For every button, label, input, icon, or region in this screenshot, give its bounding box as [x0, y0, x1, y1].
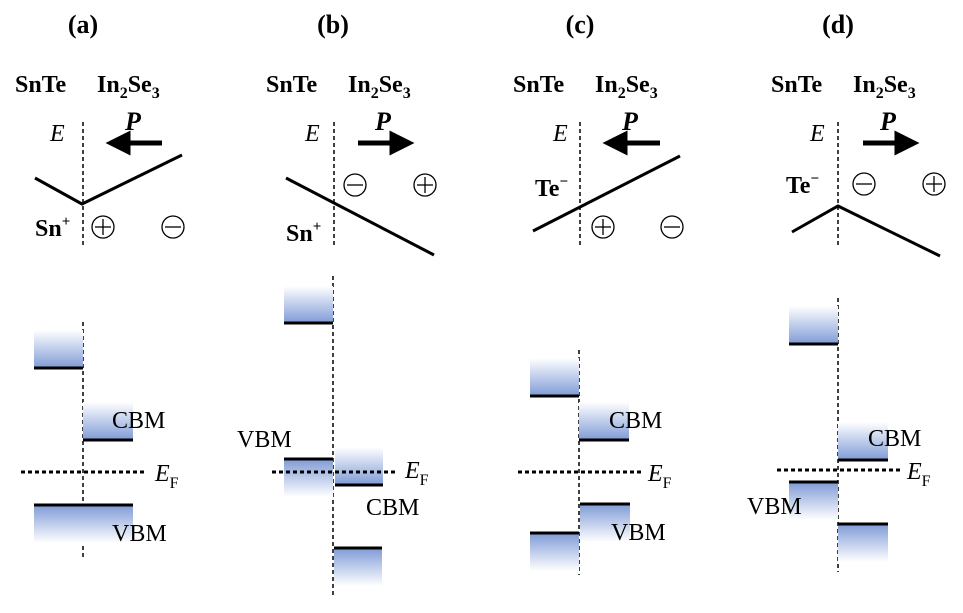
polarization-label: P [374, 107, 392, 136]
panel-d: (d) SnTe In2Se3 E P Te− CBM EF VBM [747, 10, 946, 572]
in2se3-conduction-band [335, 447, 383, 485]
in2se3-conduction-band [579, 402, 629, 440]
snte-valence-band [789, 482, 838, 520]
in2se3-valence-band [838, 524, 888, 562]
valence-band [34, 505, 133, 543]
potential-profile-line [791, 204, 941, 258]
positive-charge-icon [91, 215, 115, 239]
potential-profile-line [285, 176, 435, 257]
vbm-label: VBM [237, 427, 292, 453]
panel-label: (d) [822, 10, 854, 39]
material-in2se3-label: In2Se3 [853, 72, 916, 102]
panel-label: (a) [68, 10, 98, 39]
material-snte-label: SnTe [266, 72, 318, 98]
polarization-label: P [124, 107, 142, 136]
snte-valence-band [530, 533, 579, 571]
fermi-level-label: EF [647, 461, 672, 492]
in2se3-valence-band [334, 548, 382, 586]
panel-b: (b) SnTe In2Se3 E P Sn+ VBM EF CBM [237, 10, 437, 598]
panel-label: (c) [566, 10, 595, 39]
material-snte-label: SnTe [15, 72, 67, 98]
material-in2se3-label: In2Se3 [97, 72, 160, 102]
snte-conduction-band [34, 330, 83, 368]
potential-profile-line [34, 153, 183, 206]
polarization-label: P [621, 107, 639, 136]
snte-conduction-band [789, 306, 838, 344]
panel-c: (c) SnTe In2Se3 E P Te− CBM EF VBM [513, 10, 684, 575]
cbm-label: CBM [609, 408, 662, 434]
field-e-label: E [809, 121, 825, 147]
panel-a: (a) SnTe In2Se3 E P Sn+ CBM EF VBM [15, 10, 185, 558]
fermi-level-label: EF [404, 458, 429, 489]
in2se3-conduction-band [838, 422, 888, 460]
snte-conduction-band [284, 286, 333, 323]
in2se3-conduction-band [83, 402, 133, 440]
potential-profile-line [532, 154, 681, 233]
vbm-label: VBM [747, 494, 802, 520]
cbm-label: CBM [112, 408, 165, 434]
in2se3-valence-band [580, 504, 630, 542]
negative-charge-icon [852, 172, 876, 196]
cbm-label: CBM [366, 495, 419, 521]
negative-charge-icon [660, 215, 684, 239]
negative-charge-icon [343, 173, 367, 197]
cbm-label: CBM [868, 426, 921, 452]
vbm-label: VBM [611, 520, 666, 546]
vbm-label: VBM [112, 521, 167, 547]
interface-ion-label: Te− [535, 174, 568, 202]
negative-charge-icon [161, 215, 185, 239]
field-e-label: E [49, 121, 65, 147]
material-snte-label: SnTe [513, 72, 565, 98]
interface-ion-label: Te− [786, 171, 819, 199]
positive-charge-icon [591, 215, 615, 239]
interface-ion-label: Sn+ [35, 214, 70, 242]
fermi-level-label: EF [906, 459, 931, 490]
material-in2se3-label: In2Se3 [595, 72, 658, 102]
positive-charge-icon [922, 172, 946, 196]
snte-conduction-band [530, 358, 579, 396]
interface-ion-label: Sn+ [286, 219, 321, 247]
fermi-level-label: EF [154, 461, 179, 492]
positive-charge-icon [413, 173, 437, 197]
polarization-label: P [879, 107, 897, 136]
material-snte-label: SnTe [771, 72, 823, 98]
snte-valence-band [284, 459, 333, 497]
panel-label: (b) [317, 10, 349, 39]
field-e-label: E [552, 121, 568, 147]
field-e-label: E [304, 121, 320, 147]
material-in2se3-label: In2Se3 [348, 72, 411, 102]
